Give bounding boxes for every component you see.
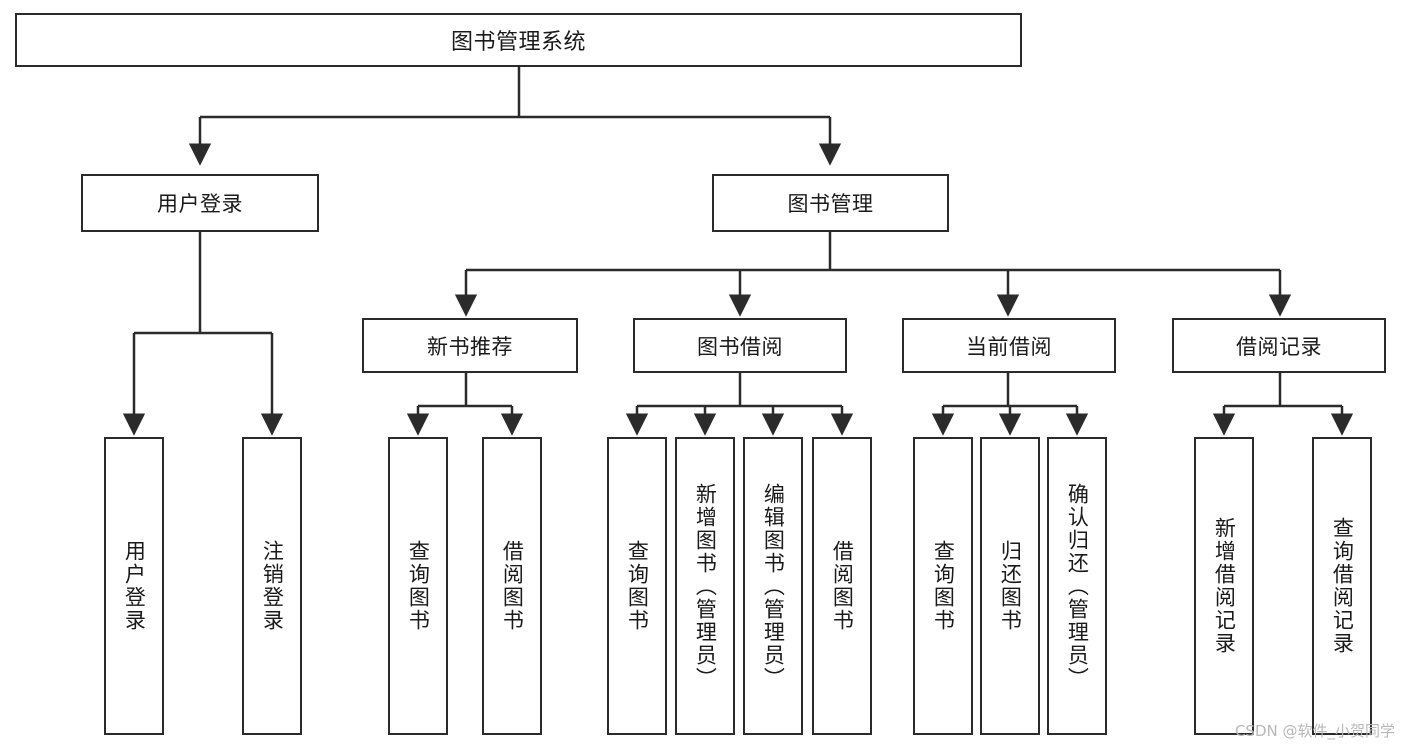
- node-leaf-user-login-label: 用户登录: [122, 540, 147, 632]
- node-leaf-add-record-label: 新增借阅记录: [1212, 517, 1237, 655]
- node-leaf-query-book-3-label: 查询图书: [931, 540, 956, 632]
- node-leaf-edit-book[interactable]: 编辑图书（管理员）: [743, 437, 803, 735]
- node-leaf-query-record-label: 查询借阅记录: [1330, 517, 1355, 655]
- node-leaf-edit-book-label: 编辑图书（管理员）: [761, 482, 786, 690]
- watermark: CSDN @软件_小贺同学: [1234, 722, 1395, 740]
- node-book-management[interactable]: 图书管理: [712, 174, 949, 232]
- node-leaf-add-book[interactable]: 新增图书（管理员）: [675, 437, 735, 735]
- node-book-borrow-label: 图书借阅: [697, 334, 783, 359]
- node-leaf-query-book-2[interactable]: 查询图书: [607, 437, 667, 735]
- node-root[interactable]: 图书管理系统: [15, 13, 1022, 67]
- node-leaf-add-record[interactable]: 新增借阅记录: [1194, 437, 1254, 735]
- node-leaf-user-logout[interactable]: 注销登录: [242, 437, 302, 735]
- node-new-book-recommend[interactable]: 新书推荐: [362, 318, 578, 373]
- node-current-borrow-label: 当前借阅: [966, 334, 1052, 359]
- node-leaf-add-book-label: 新增图书（管理员）: [693, 482, 718, 690]
- node-user-login[interactable]: 用户登录: [81, 174, 319, 232]
- node-user-login-label: 用户登录: [157, 192, 243, 216]
- node-borrow-record[interactable]: 借阅记录: [1172, 318, 1386, 373]
- node-leaf-user-logout-label: 注销登录: [260, 540, 285, 632]
- node-borrow-record-label: 借阅记录: [1236, 334, 1322, 359]
- node-leaf-return-book-label: 归还图书: [998, 540, 1023, 632]
- node-leaf-query-book-3[interactable]: 查询图书: [913, 437, 973, 735]
- node-leaf-borrow-book-1[interactable]: 借阅图书: [482, 437, 542, 735]
- node-leaf-user-login[interactable]: 用户登录: [104, 437, 164, 735]
- node-leaf-borrow-book-2[interactable]: 借阅图书: [812, 437, 872, 735]
- node-book-management-label: 图书管理: [787, 192, 874, 216]
- node-leaf-query-book-2-label: 查询图书: [625, 540, 650, 632]
- node-leaf-return-book[interactable]: 归还图书: [980, 437, 1040, 735]
- node-leaf-borrow-book-2-label: 借阅图书: [830, 540, 855, 632]
- node-leaf-confirm-return-label: 确认归还（管理员）: [1065, 482, 1090, 690]
- node-leaf-query-book-1[interactable]: 查询图书: [388, 437, 448, 735]
- node-root-label: 图书管理系统: [450, 30, 586, 55]
- node-leaf-borrow-book-1-label: 借阅图书: [500, 540, 525, 632]
- node-new-book-recommend-label: 新书推荐: [427, 334, 513, 359]
- node-current-borrow[interactable]: 当前借阅: [902, 318, 1116, 373]
- node-book-borrow[interactable]: 图书借阅: [633, 318, 847, 373]
- node-leaf-confirm-return[interactable]: 确认归还（管理员）: [1047, 437, 1107, 735]
- node-leaf-query-book-1-label: 查询图书: [406, 540, 431, 632]
- node-leaf-query-record[interactable]: 查询借阅记录: [1312, 437, 1372, 735]
